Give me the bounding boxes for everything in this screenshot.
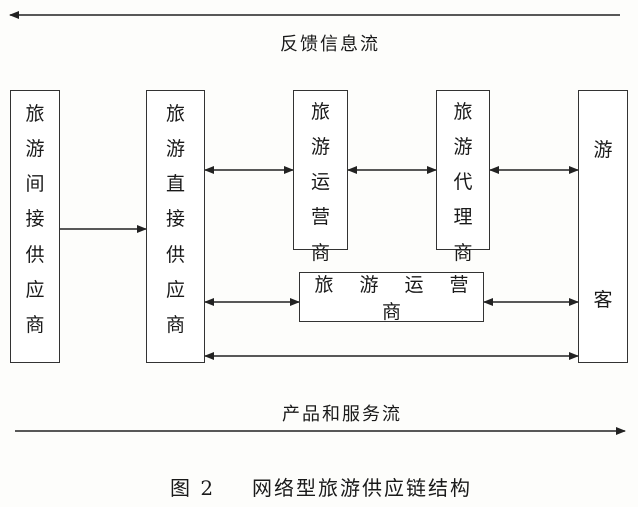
vertical-char: 游	[453, 136, 473, 159]
vertical-char: 旅	[453, 101, 473, 123]
vertical-char: 供	[165, 243, 185, 266]
vertical-char: 游	[165, 138, 185, 161]
operator-top-label: 旅游运营商	[294, 101, 347, 279]
vertical-char: 客	[593, 289, 613, 311]
agent-box: 旅游代理商	[436, 90, 490, 262]
vertical-char: 游	[310, 136, 330, 159]
vertical-char: 应	[165, 278, 185, 301]
vertical-char: 旅	[165, 103, 185, 125]
vertical-char: 代	[453, 171, 473, 194]
direct-supplier-label: 旅游直接供应商	[147, 103, 204, 351]
vertical-char: 供	[25, 243, 45, 266]
vertical-char: 商	[310, 241, 330, 264]
vertical-char: 游	[593, 139, 613, 161]
feedback-flow-label: 反馈信息流	[280, 34, 380, 55]
figure-title: 网络型旅游供应链结构	[252, 476, 472, 500]
operator-top-text: 旅游运营商	[294, 101, 347, 279]
agent-label: 旅游代理商	[437, 101, 489, 279]
indirect-supplier-text: 旅游间接供应商	[11, 103, 59, 351]
vertical-char: 间	[25, 173, 45, 196]
vertical-char: 运	[310, 171, 330, 194]
vertical-char: 商	[453, 241, 473, 264]
direct-supplier-text: 旅游直接供应商	[147, 103, 204, 351]
vertical-char: 接	[165, 208, 185, 231]
agent-text: 旅游代理商	[437, 101, 489, 279]
operator-middle-label: 旅 游 运 营 商	[314, 274, 479, 323]
operator-box-top: 旅游运营商	[293, 90, 348, 262]
direct-supplier-box: 旅游直接供应商	[146, 90, 205, 363]
vertical-char: 游	[25, 138, 45, 161]
vertical-char: 接	[25, 208, 45, 231]
figure-number: 图 2	[170, 476, 216, 500]
indirect-supplier-box: 旅游间接供应商	[10, 90, 60, 363]
vertical-char: 直	[165, 173, 185, 196]
vertical-char: 应	[25, 278, 45, 301]
vertical-char: 旅	[310, 101, 330, 123]
vertical-char: 理	[453, 206, 473, 229]
tourist-label: 游客	[579, 141, 627, 441]
operator-box-middle: 旅 游 运 营 商	[299, 272, 484, 323]
indirect-supplier-label: 旅游间接供应商	[11, 103, 59, 351]
vertical-char: 商	[25, 313, 45, 336]
tourist-box: 游客	[578, 90, 628, 363]
product-flow-label: 产品和服务流	[282, 404, 402, 425]
vertical-char: 旅	[25, 103, 45, 125]
vertical-char: 商	[165, 313, 185, 336]
vertical-char: 营	[310, 206, 330, 229]
tourist-text: 游客	[579, 141, 627, 441]
